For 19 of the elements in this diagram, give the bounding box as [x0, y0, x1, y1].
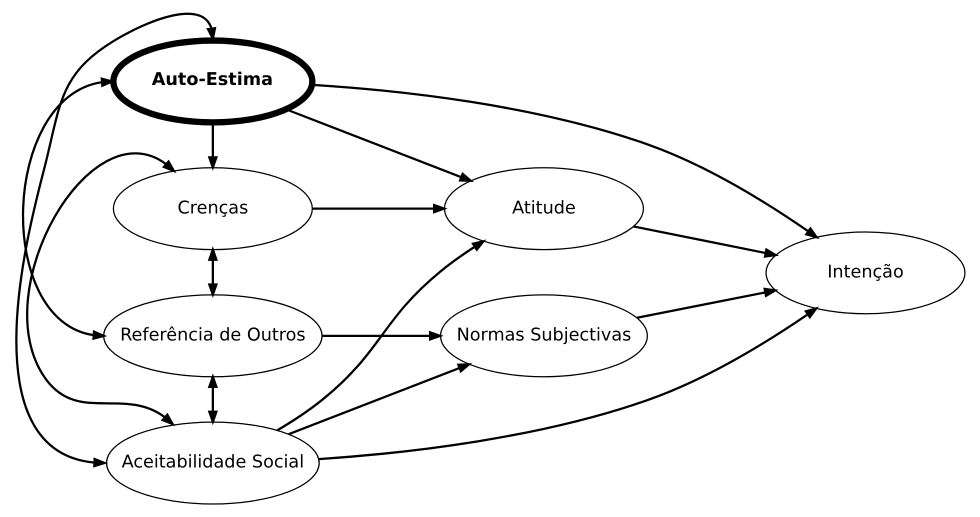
- node-ellipse: Auto-Estima: [110, 37, 315, 126]
- arrow: [288, 363, 472, 436]
- arrow: [322, 330, 444, 341]
- arrow: [312, 84, 819, 240]
- arrow: [14, 12, 216, 468]
- arrow: [636, 288, 778, 319]
- arrow: [26, 153, 176, 426]
- arrow: [207, 246, 218, 298]
- node-ellipse: Crenças: [112, 167, 312, 250]
- arrow: [318, 306, 818, 460]
- node-ellipse: Atitude: [443, 167, 644, 250]
- node-ellipse: Referência de Outros: [102, 294, 322, 378]
- arrow: [207, 373, 218, 426]
- arrow: [312, 204, 448, 214]
- arrow: [632, 225, 778, 258]
- node-ellipse: Aceitabilidade Social: [105, 421, 320, 505]
- node-ellipse: Normas Subjectivas: [439, 294, 648, 378]
- arrow: [276, 239, 486, 432]
- node-ellipse: Intenção: [764, 231, 966, 314]
